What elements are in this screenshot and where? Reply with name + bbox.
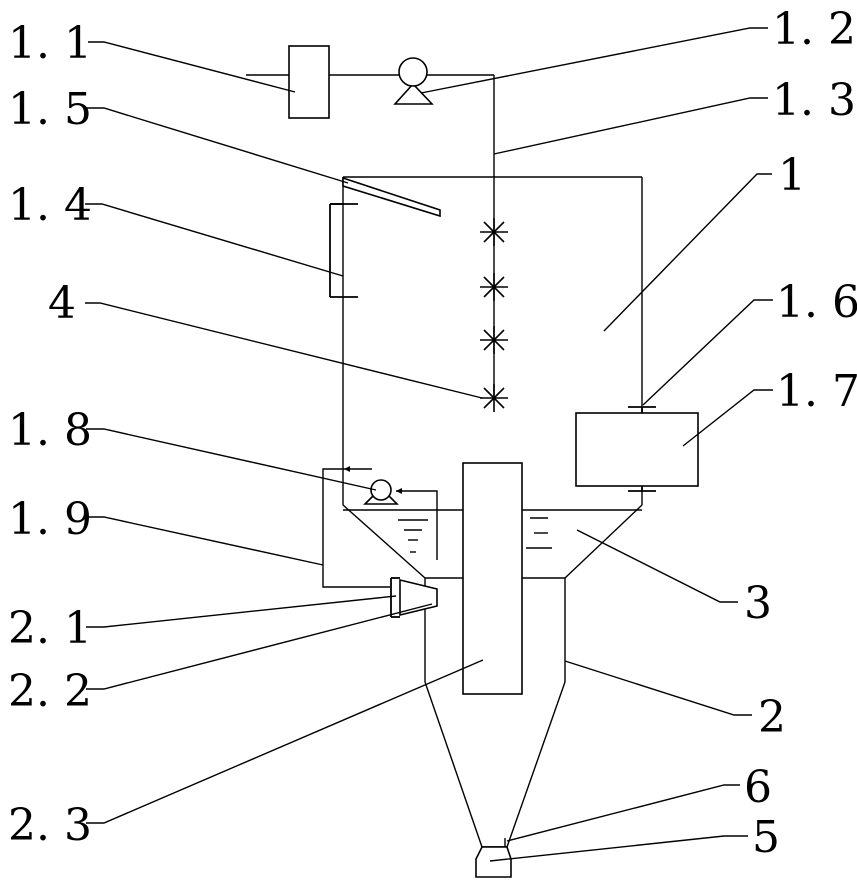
- label-2-1: 2. 1: [8, 603, 92, 654]
- label-1-4: 1. 4: [8, 180, 92, 231]
- label-1: 1: [778, 150, 806, 201]
- leader-1: [603, 173, 772, 332]
- separator-2: [424, 578, 566, 848]
- spray-nozzle: [480, 384, 508, 412]
- spray-nozzle: [480, 326, 508, 354]
- label-1-9: 1. 9: [8, 494, 92, 545]
- side-box-1-7: [575, 412, 699, 487]
- valve-6: [482, 838, 507, 848]
- leader-6: [506, 784, 740, 842]
- leader-5: [489, 835, 748, 862]
- leader-lines: [85, 27, 773, 862]
- water-level-marks: [398, 517, 552, 553]
- feed-pump-1-2: [393, 57, 434, 105]
- spray-nozzle: [480, 218, 508, 246]
- leader-2-1: [86, 595, 397, 628]
- leader-2-2: [86, 603, 433, 690]
- label-1-3: 1. 3: [772, 75, 856, 126]
- leader-1-8: [86, 428, 377, 491]
- spray-nozzle: [480, 273, 508, 301]
- filter-unit-1-1: [288, 45, 330, 119]
- leader-1-2: [420, 27, 768, 94]
- leader-1-9: [86, 516, 324, 566]
- outlet-5: [475, 846, 512, 878]
- label-1-6: 1. 6: [776, 277, 857, 328]
- label-1-1: 1. 1: [8, 18, 92, 69]
- connector-1-6: [628, 406, 656, 492]
- labels: 1. 1 1. 2 1. 3 1. 5 1. 4 1 4 1. 6 1. 7 1…: [8, 4, 857, 863]
- leader-1-3: [493, 97, 768, 155]
- label-2-3: 2. 3: [8, 800, 92, 851]
- leader-1-4: [85, 203, 344, 277]
- inlet-2-1: [390, 577, 438, 618]
- central-cylinder-2-3: [462, 462, 523, 695]
- label-2-2: 2. 2: [8, 666, 92, 717]
- recirculation-pump-1-8: [363, 479, 399, 505]
- leader-3: [576, 529, 738, 603]
- leader-1-7: [682, 389, 773, 447]
- spray-nozzles-4: [480, 218, 508, 412]
- label-1-2: 1. 2: [772, 4, 856, 55]
- side-port-1-4: [329, 203, 358, 298]
- leader-1-1: [88, 41, 296, 93]
- label-2: 2: [758, 692, 786, 743]
- leader-1-6: [642, 299, 773, 406]
- leader-4: [85, 302, 483, 399]
- label-1-5: 1. 5: [8, 84, 92, 135]
- leader-2-3: [86, 659, 484, 824]
- label-5: 5: [752, 812, 780, 863]
- inclined-plate-1-5: [342, 176, 441, 218]
- label-1-7: 1. 7: [776, 366, 857, 417]
- label-4: 4: [48, 278, 76, 329]
- label-6: 6: [744, 762, 772, 813]
- leader-2: [564, 660, 752, 716]
- leader-1-5: [85, 107, 349, 184]
- label-1-8: 1. 8: [8, 405, 92, 456]
- feed-line: [246, 74, 495, 400]
- label-3: 3: [744, 578, 772, 629]
- recirculation-loop-1-9: [322, 466, 438, 588]
- main-chamber-1: [342, 176, 643, 505]
